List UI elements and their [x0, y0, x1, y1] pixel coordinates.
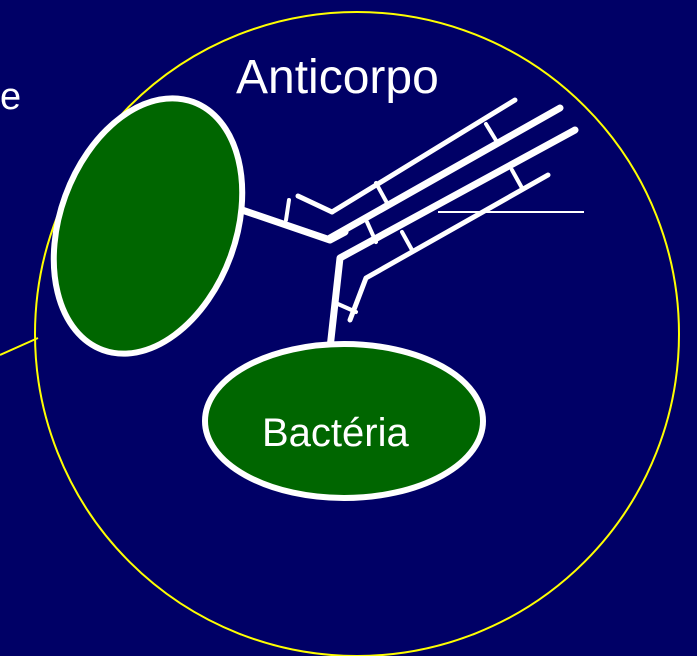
antibody-bridge-6	[512, 170, 522, 188]
antibody-upper-light-chain	[332, 100, 515, 212]
antibody-bridge-3	[486, 124, 497, 142]
antibody-bridge-5	[402, 232, 412, 250]
bacterium-label: Bactéria	[262, 413, 409, 453]
antibody-bridge-1	[286, 200, 289, 220]
phagocyte-cell	[20, 72, 276, 380]
antibody-stem-upper	[298, 196, 332, 212]
antibody-lower-heavy-chain	[330, 130, 575, 348]
antibody-upper-heavy-chain	[330, 108, 560, 238]
antibody-bridge-2	[376, 183, 387, 203]
fragment-label: e	[0, 78, 21, 116]
antibody-label: Anticorpo	[236, 54, 439, 102]
antibody	[242, 100, 575, 348]
pointer-line-left	[0, 338, 38, 355]
